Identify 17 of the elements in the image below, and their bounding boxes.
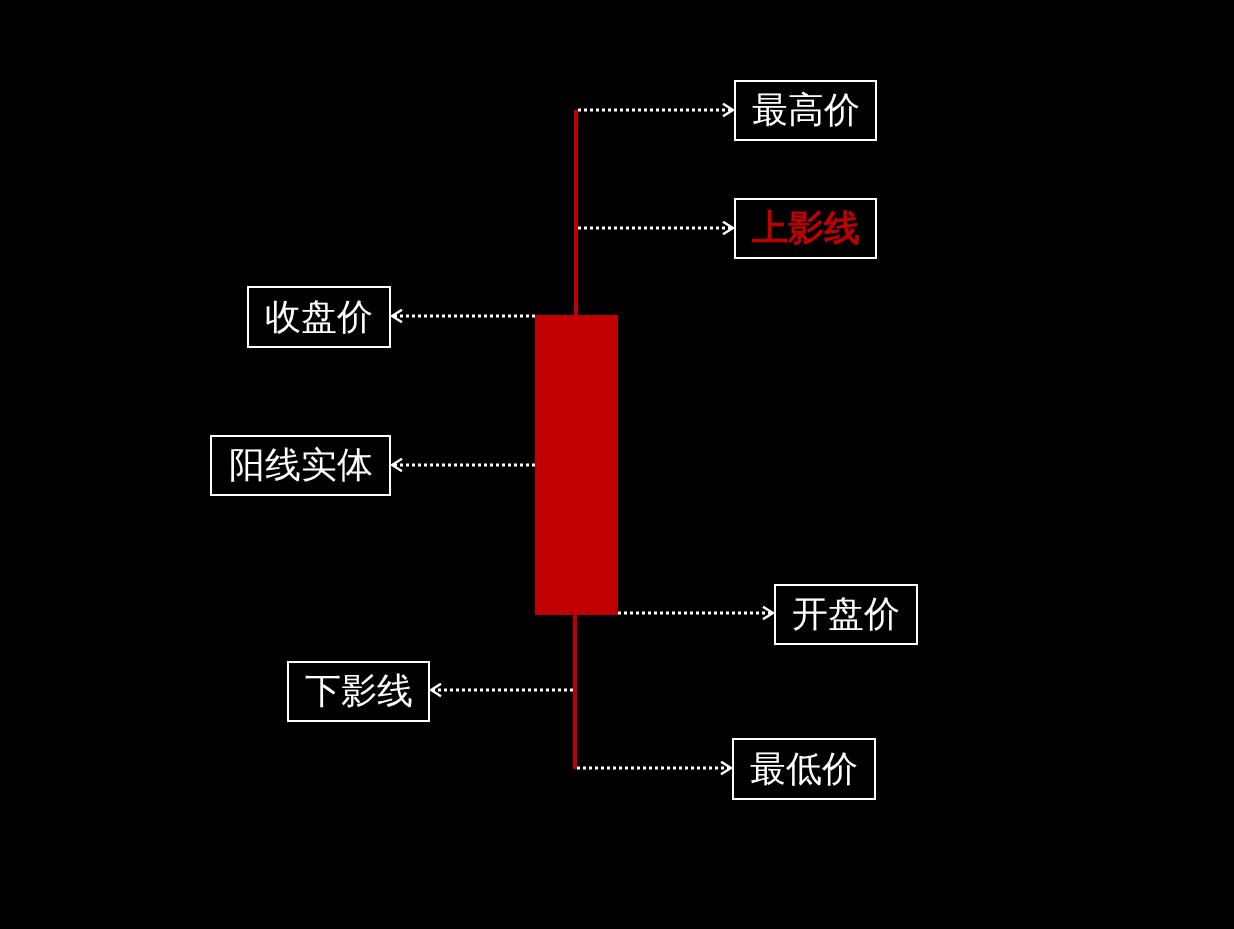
price-label: 收盘价 — [247, 286, 391, 348]
leader-arrow — [390, 457, 535, 473]
lower-wick — [573, 614, 577, 769]
leader-arrow — [390, 308, 535, 324]
candle-body — [535, 315, 618, 615]
leader-arrow — [578, 102, 735, 118]
price-label: 阳线实体 — [210, 435, 391, 496]
leader-arrow — [577, 760, 733, 776]
price-label: 最低价 — [732, 738, 876, 800]
leader-arrow — [578, 220, 735, 236]
upper-wick — [574, 110, 578, 316]
price-label: 开盘价 — [774, 584, 918, 645]
price-label: 下影线 — [287, 661, 430, 722]
leader-arrow — [429, 682, 573, 698]
price-label: 上影线 — [734, 198, 877, 259]
leader-arrow — [618, 605, 775, 621]
price-label: 最高价 — [734, 80, 877, 141]
